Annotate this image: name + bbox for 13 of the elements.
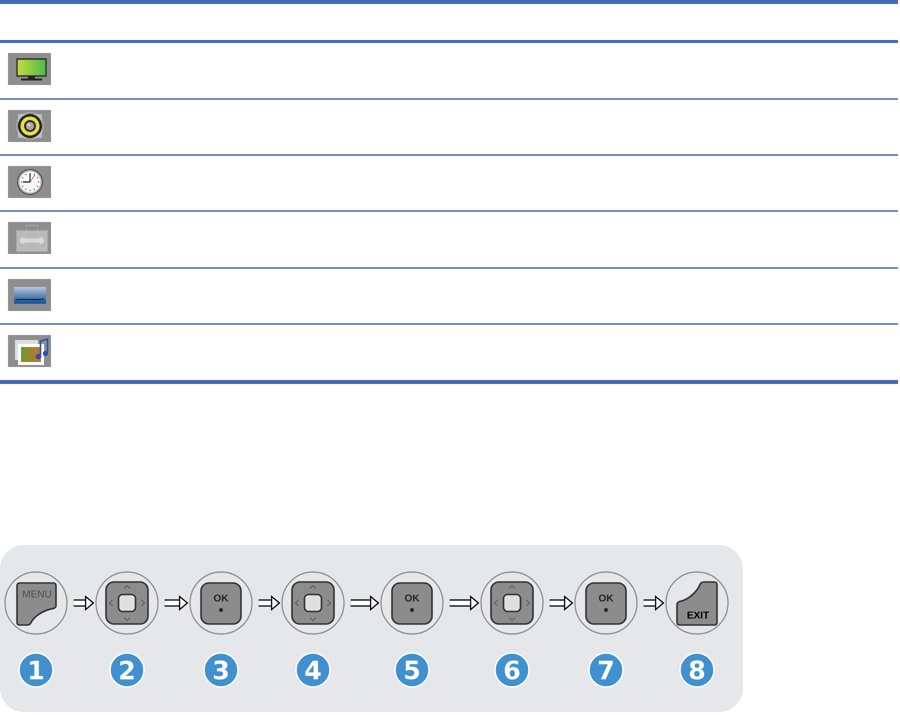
exit-button: EXIT (665, 571, 729, 635)
ok-button: OK (189, 571, 253, 635)
step-number: 6 (494, 652, 530, 688)
step-number: 2 (109, 652, 145, 688)
step-number: 7 (588, 652, 624, 688)
step-number: 3 (203, 652, 239, 688)
step-number: 4 (295, 652, 331, 688)
step-number: 5 (394, 652, 430, 688)
step-number: 1 (18, 652, 54, 688)
step-number: 8 (679, 652, 715, 688)
ok-button: OK (380, 571, 444, 635)
menu-button: MENU (4, 571, 68, 635)
ok-button: OK (574, 571, 638, 635)
